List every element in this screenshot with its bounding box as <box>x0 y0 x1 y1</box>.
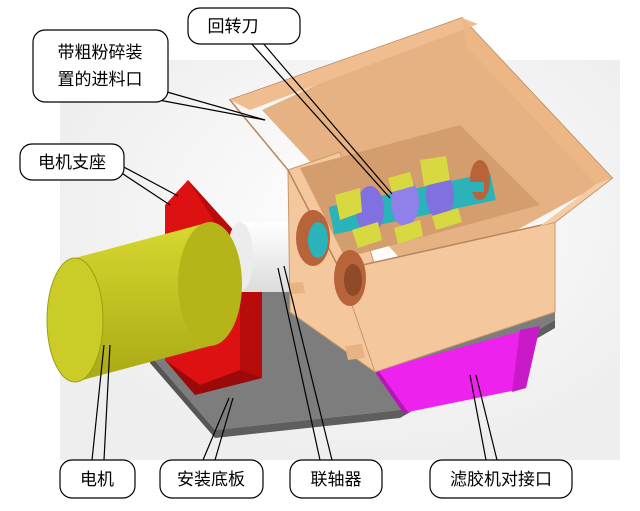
callout-coupling: 联轴器 <box>289 459 383 499</box>
drum-segment <box>356 186 384 234</box>
label-base-plate: 安装底板 <box>177 470 245 490</box>
blade <box>352 222 382 248</box>
leader-motor-mount <box>119 171 171 206</box>
filter-interface-port <box>375 326 540 414</box>
leader-filter-interface <box>469 374 487 461</box>
blade <box>394 220 423 244</box>
leader-rotary-knife <box>249 41 391 199</box>
leader-motor <box>91 344 105 461</box>
mounting-lug <box>345 344 365 360</box>
label-rotary-knife: 回转刀 <box>208 17 259 37</box>
blade <box>432 208 462 230</box>
leader-coupling <box>277 267 321 461</box>
blade <box>388 172 414 192</box>
leader-base-plate <box>214 397 234 461</box>
leader-feed-inlet <box>159 89 266 121</box>
rotary-knife <box>328 156 496 248</box>
label-feed-inlet-line2: 置的进料口 <box>58 70 143 90</box>
label-motor: 电机 <box>80 470 114 490</box>
bearing <box>470 160 490 200</box>
callout-filter-interface: 滤胶机对接口 <box>429 459 573 499</box>
callout-motor-mount: 电机支座 <box>19 143 125 181</box>
callout-base-plate: 安装底板 <box>159 459 264 499</box>
leader-feed-inlet <box>147 97 266 121</box>
rotor-shaft-end <box>462 182 484 192</box>
label-coupling: 联轴器 <box>311 470 362 490</box>
callout-rotary-knife: 回转刀 <box>187 7 301 45</box>
leader-rotary-knife <box>261 41 393 195</box>
side-bearings <box>296 210 366 306</box>
callout-feed-inlet: 带粗粉碎装 置的进料口 <box>32 29 169 103</box>
leader-base-plate <box>202 397 230 461</box>
leader-motor-mount <box>119 164 179 197</box>
blade <box>420 156 450 186</box>
leader-coupling <box>283 265 333 461</box>
motor <box>46 222 242 383</box>
label-motor-mount: 电机支座 <box>38 153 106 173</box>
shaft-end <box>308 222 328 258</box>
leader-motor <box>103 344 111 461</box>
leader-filter-interface <box>475 374 498 461</box>
mounting-lug <box>290 282 305 294</box>
blade <box>335 188 362 220</box>
label-feed-inlet-line1: 带粗粉碎装 <box>58 43 143 63</box>
callout-motor: 电机 <box>59 459 136 499</box>
label-filter-interface: 滤胶机对接口 <box>450 470 552 490</box>
bearing-bore <box>344 264 362 296</box>
leader-lines <box>91 41 498 461</box>
